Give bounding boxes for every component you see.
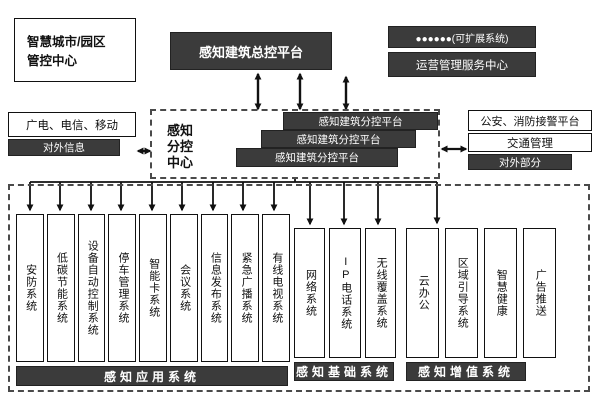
system-column: 设备自动控制系统 <box>77 214 106 362</box>
system-column-label: 无线覆盖系统 <box>375 257 388 329</box>
system-column-label: 智能卡系统 <box>147 258 160 318</box>
system-column: 智能卡系统 <box>139 214 167 362</box>
expandable-system-box: ●●●●●●(可扩展系统) <box>388 26 536 48</box>
operation-service-center-box: 运营管理服务中心 <box>388 52 536 77</box>
system-column-label: 会议系统 <box>178 264 191 312</box>
application-systems-columns: 安防系统 低碳节能系统 设备自动控制系统 停车管理系统 智能卡系统 会议系统 信… <box>16 214 291 362</box>
base-systems-columns: 网络系统 IP电话系统 无线覆盖系统 <box>294 228 396 358</box>
system-column: 广告推送 <box>523 228 556 358</box>
systems-container <box>8 184 590 392</box>
system-column-label: IP电话系统 <box>339 256 352 330</box>
system-column: 云办公 <box>406 228 439 358</box>
system-column: 会议系统 <box>169 214 198 362</box>
value-added-systems-label: 感知增值系统 <box>406 362 526 381</box>
system-column-label: 广告推送 <box>534 269 547 317</box>
system-column: 信息发布系统 <box>200 214 229 362</box>
external-info-bar: 对外信息 <box>8 139 120 156</box>
system-column: 低碳节能系统 <box>46 214 75 362</box>
sub-platform-box-2: 感知建筑分控平台 <box>261 130 416 148</box>
system-column: 智慧健康 <box>484 228 517 358</box>
system-column: 区域引导系统 <box>445 228 478 358</box>
sub-platform-box-1: 感知建筑分控平台 <box>236 148 398 167</box>
police-fire-alarm-box: 公安、消防接警平台 <box>468 110 592 131</box>
external-part-bar: 对外部分 <box>468 154 572 170</box>
sub-control-center-label: 感知 分控 中心 <box>166 123 193 170</box>
sub-control-center-container <box>150 109 440 179</box>
master-platform-box: 感知建筑总控平台 <box>170 32 332 70</box>
system-column: 网络系统 <box>294 228 326 358</box>
system-column-label: 紧急广播系统 <box>240 252 253 324</box>
system-column-label: 区域引导系统 <box>456 257 469 329</box>
base-systems-label: 感知基础系统 <box>294 362 394 381</box>
system-column-label: 设备自动控制系统 <box>86 240 99 336</box>
system-column: 有线电视系统 <box>262 214 291 362</box>
system-column: 无线覆盖系统 <box>364 228 396 358</box>
system-column-label: 网络系统 <box>304 269 317 317</box>
application-systems-label: 感知应用系统 <box>16 366 288 386</box>
system-column-label: 有线电视系统 <box>270 252 283 324</box>
system-column-label: 低碳节能系统 <box>55 252 68 324</box>
traffic-management-box: 交通管理 <box>468 133 592 152</box>
city-control-center-box: 智慧城市/园区 管控中心 <box>14 18 136 82</box>
system-column-label: 安防系统 <box>24 264 37 312</box>
system-column-label: 云办公 <box>417 275 430 311</box>
value-added-systems-columns: 云办公 区域引导系统 智慧健康 广告推送 <box>406 228 556 358</box>
system-column-label: 信息发布系统 <box>209 252 222 324</box>
system-column-label: 智慧健康 <box>495 269 508 317</box>
sub-platform-box-3: 感知建筑分控平台 <box>283 112 438 130</box>
system-column: 停车管理系统 <box>108 214 137 362</box>
system-column: IP电话系统 <box>329 228 361 358</box>
telecom-box: 广电、电信、移动 <box>8 112 136 137</box>
system-column: 紧急广播系统 <box>231 214 260 362</box>
system-column-label: 停车管理系统 <box>117 252 129 324</box>
system-column: 安防系统 <box>16 214 44 362</box>
